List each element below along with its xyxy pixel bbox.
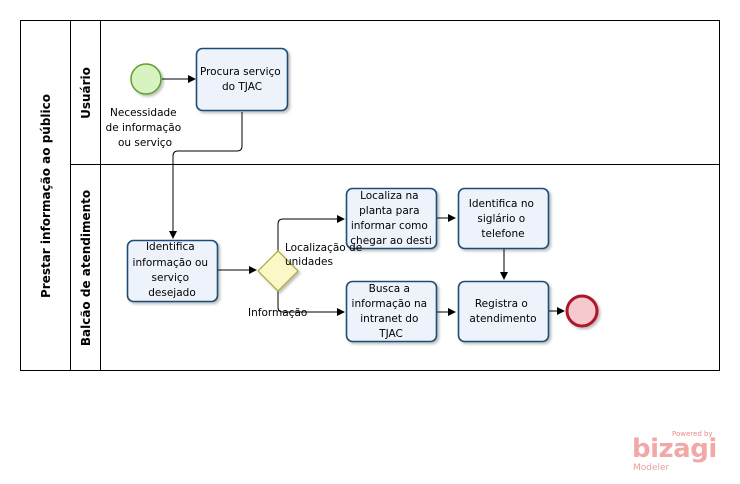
flow-gateway-to-busca: [277, 291, 345, 316]
task-registra-atendimento[interactable]: Registra o atendimento: [457, 280, 550, 343]
task-procura-servico[interactable]: Procura serviço do TJAC: [195, 47, 289, 112]
pool-title: Prestar informação ao público: [39, 94, 53, 298]
task-text-line: Registra o: [475, 298, 528, 310]
task-text-line: atendimento: [469, 313, 536, 325]
task-box: [195, 47, 289, 112]
task-text: Identifica no siglário o telefone: [469, 198, 538, 240]
task-text-line: telefone: [481, 228, 524, 240]
task-text-line: Localiza na: [360, 190, 419, 202]
task-text-line: TJAC: [378, 328, 403, 340]
start-event-label-line: de informação: [106, 122, 182, 134]
gateway-label-line: unidades: [285, 256, 333, 268]
task-text-line: Busca a: [369, 283, 410, 295]
task-text-line: do TJAC: [222, 81, 262, 93]
start-event-label: Necessidade de informação ou serviço: [106, 107, 185, 149]
flow-gateway-to-localiza: [277, 215, 345, 251]
task-text-line: serviço: [152, 272, 190, 284]
task-text-line: intranet do: [360, 313, 418, 325]
gateway-label-line: Localização de: [285, 242, 362, 254]
start-event-circle: [130, 63, 162, 95]
lane-title-balcao: Balcão de atendimento: [79, 190, 93, 346]
flow-procura-to-identifica: [169, 112, 243, 239]
task-text-line: informar como: [351, 220, 428, 232]
sequence-flows: [162, 75, 565, 316]
bizagi-watermark: Powered by bizagi Modeler: [630, 430, 725, 476]
task-text-line: planta para: [359, 205, 419, 217]
exclusive-gateway[interactable]: [257, 250, 299, 292]
task-text-line: informação ou: [133, 257, 209, 269]
task-box: [457, 187, 550, 250]
gateway-label-localizacao: Localização de unidades: [285, 242, 366, 268]
task-text: Busca a informação na intranet do TJAC: [352, 283, 431, 340]
end-event[interactable]: [565, 294, 599, 328]
task-text: Localiza na planta para informar como ch…: [350, 190, 431, 247]
task-box: [345, 280, 438, 343]
task-identifica-no-siglario[interactable]: Identifica no siglário o telefone: [457, 187, 550, 250]
start-event-label-line: ou serviço: [118, 137, 172, 149]
task-localiza-na-planta[interactable]: Localiza na planta para informar como ch…: [345, 187, 438, 250]
task-box: [345, 187, 438, 250]
brand-logo-text: bizagi: [632, 434, 717, 464]
gateway-label-informacao: Informação: [248, 307, 307, 319]
end-event-circle: [565, 294, 599, 328]
task-text-line: informação na: [352, 298, 428, 310]
task-text-line: desejado: [148, 287, 196, 299]
task-text-line: Identifica: [146, 241, 195, 253]
task-text-line: Procura serviço: [200, 66, 281, 78]
gateway-diamond: [257, 250, 299, 292]
task-text: Identifica informação ou serviço desejad…: [133, 241, 212, 299]
task-text-line: chegar ao desti: [350, 235, 431, 247]
task-text-line: siglário o: [477, 213, 525, 225]
task-box: [457, 280, 550, 343]
product-name-text: Modeler: [633, 463, 670, 473]
powered-by-text: Powered by: [672, 430, 713, 438]
task-text: Procura serviço do TJAC: [200, 66, 284, 93]
task-identifica-informacao[interactable]: Identifica informação ou serviço desejad…: [126, 239, 219, 303]
start-event-label-line: Necessidade: [110, 107, 177, 119]
task-text: Registra o atendimento: [469, 298, 536, 325]
task-busca-na-intranet[interactable]: Busca a informação na intranet do TJAC: [345, 280, 438, 343]
lane-title-usuario: Usuário: [79, 67, 93, 119]
task-text-line: Identifica no: [469, 198, 534, 210]
task-box: [126, 239, 219, 303]
start-event[interactable]: [130, 63, 162, 95]
